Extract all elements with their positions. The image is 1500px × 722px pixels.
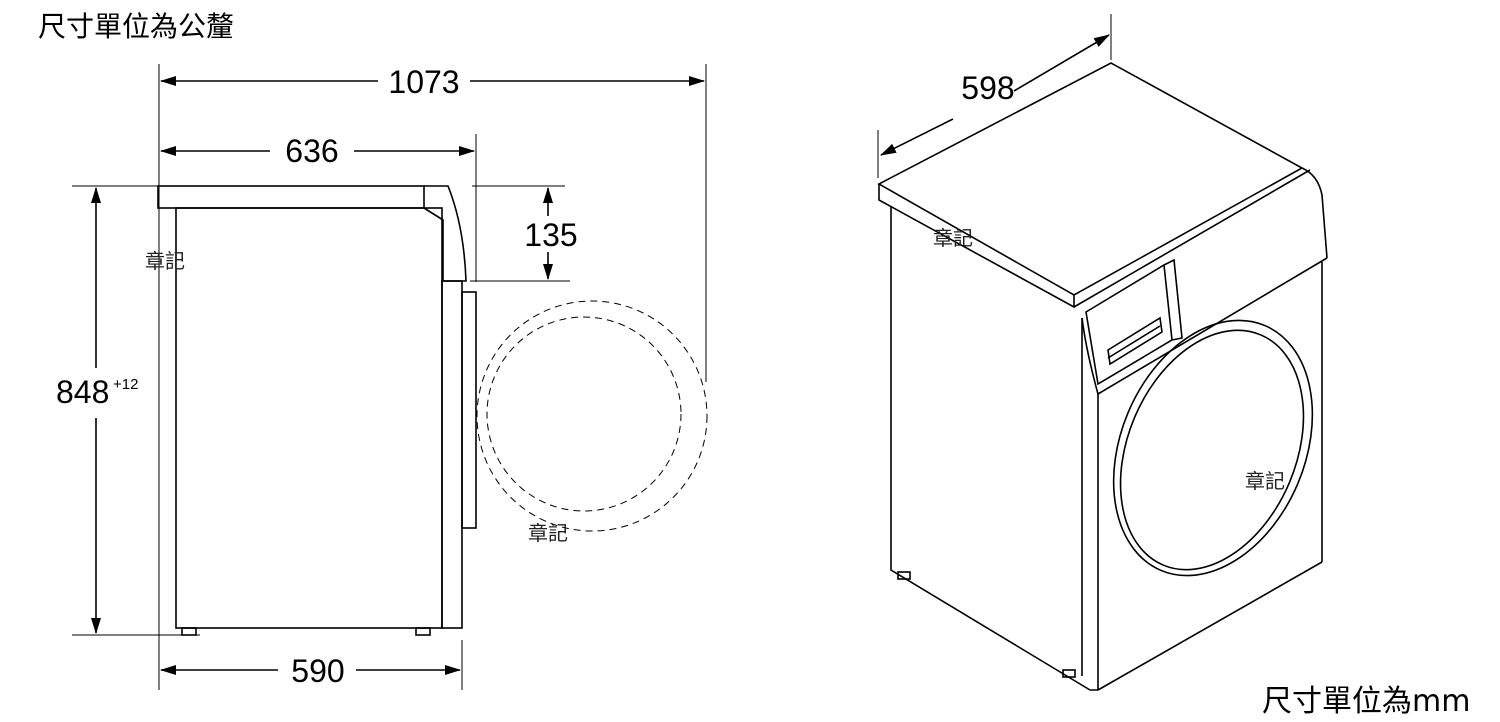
base-depth-label: 590	[291, 653, 344, 689]
top-offset-dimension: 135	[524, 187, 578, 280]
base-depth-dimension: 590	[160, 653, 461, 689]
height-dimension: 848 +12	[56, 187, 138, 634]
iso-view: 598	[877, 14, 1328, 691]
control-panel	[1085, 258, 1183, 386]
door-swing	[476, 300, 708, 532]
body-depth-label: 636	[285, 133, 338, 169]
top-offset-label: 135	[524, 217, 577, 253]
side-stamp: 章記	[145, 249, 185, 273]
height-label: 848	[56, 374, 109, 410]
width-label: 598	[961, 70, 1014, 106]
door-stamp: 章記	[528, 521, 568, 545]
side-view: 1073 636 590 848 +12 135	[56, 64, 708, 690]
iso-body	[890, 206, 1328, 691]
iso-top	[877, 62, 1328, 309]
width-dimension: 598	[877, 14, 1112, 178]
top-stamp: 章記	[933, 226, 973, 250]
unit-note: 尺寸單位為mm	[1262, 684, 1470, 719]
overall-depth-label: 1073	[388, 64, 459, 100]
door	[1112, 319, 1314, 577]
height-tolerance: +12	[113, 376, 138, 393]
body-depth-dimension: 636	[160, 133, 475, 169]
iso-door-stamp: 章記	[1245, 469, 1285, 493]
overall-depth-dimension: 1073	[160, 64, 705, 100]
page-title: 尺寸單位為公釐	[38, 10, 234, 43]
side-body	[157, 185, 477, 636]
